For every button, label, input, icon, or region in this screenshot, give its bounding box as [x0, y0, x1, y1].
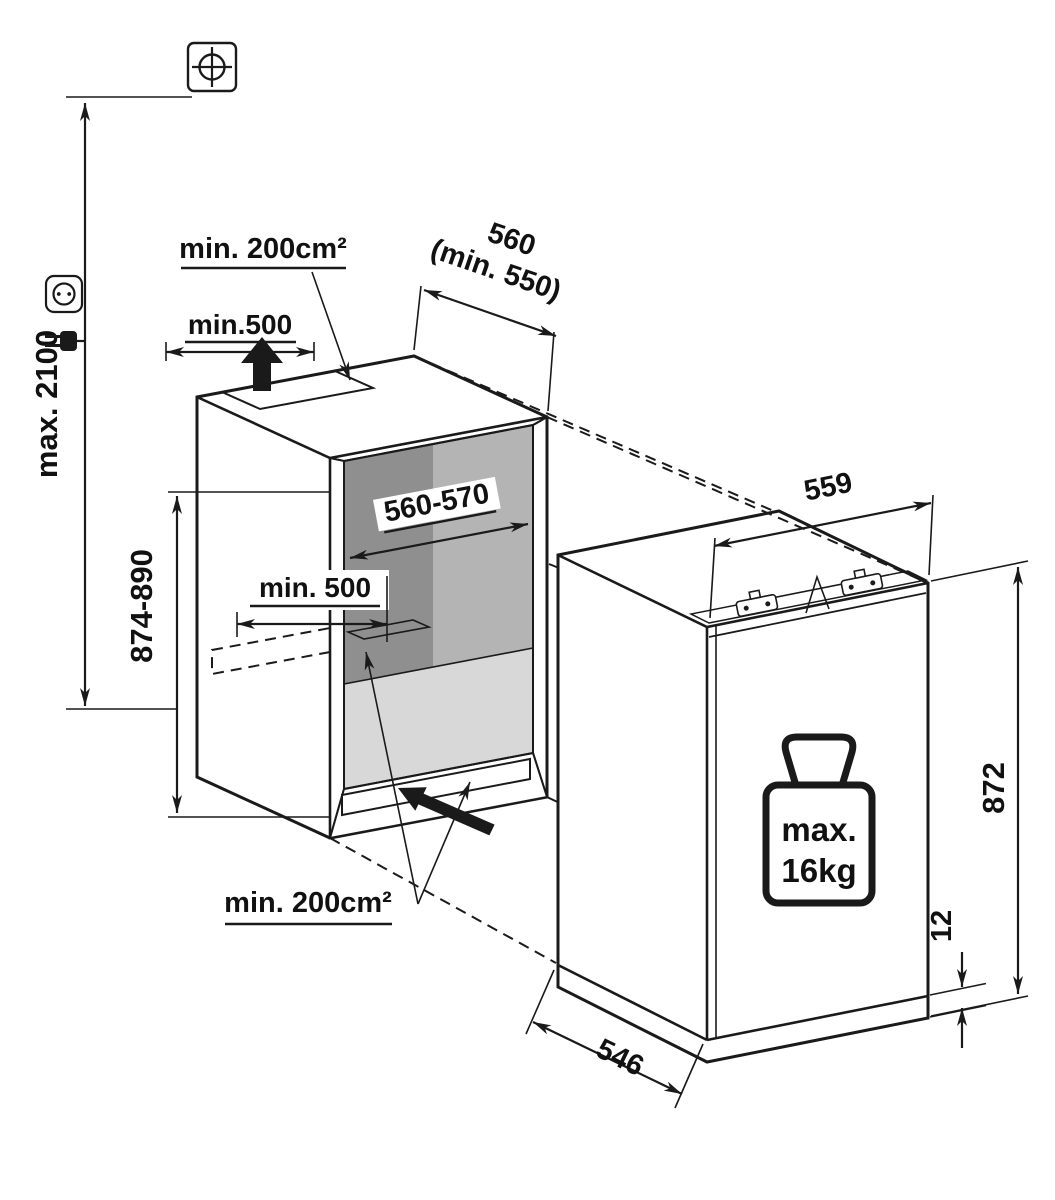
underline-niche-width [383, 510, 497, 534]
ceiling-junction-icon [186, 41, 238, 93]
dim-text-appliance-depth: 546 [591, 1033, 649, 1083]
weight-handle [781, 733, 857, 790]
niche-back-wall-right [433, 425, 533, 667]
vent-strip-bottom [341, 757, 531, 817]
appliance-side-bottom-edge [557, 963, 708, 1042]
label-vent-bottom: min. 200cm² [224, 651, 471, 926]
weight-body [762, 781, 876, 907]
dim-text-socket-height: max. 2100 [29, 330, 64, 478]
load-text-line1: max. [781, 811, 856, 848]
dim-text-appliance-width: 559 [801, 467, 855, 508]
dim-text-appliance-height: 872 [976, 762, 1011, 814]
ext-depth-back [525, 969, 555, 1035]
align-line-top-back [413, 355, 777, 513]
ext-depth-front [674, 1043, 704, 1109]
power-plug-icon [45, 331, 85, 351]
ext-base-bottom [929, 1004, 987, 1018]
label-bg-niche-width [372, 476, 501, 532]
air-inlet-arrow-icon [398, 787, 495, 836]
niche-back-wall-left [344, 444, 433, 684]
leader-vent-bottom-2 [417, 781, 471, 905]
dim-text-top-clearance: min.500 [188, 309, 292, 340]
ext-height-top [930, 560, 1029, 582]
vent-cutout-top [218, 369, 377, 411]
leader-vent-bottom-1 [364, 651, 419, 905]
dim-top-clearance: min.500 [165, 309, 315, 361]
vent-hidden-strip [211, 626, 331, 676]
dim-text-niche-height: 874-890 [124, 549, 159, 663]
max-load-weight-icon: max. 16kg [762, 733, 876, 907]
niche-floor-edge [343, 647, 534, 685]
hinge-rail [688, 568, 929, 624]
dim-base-step: 12 [926, 910, 987, 1048]
vent-marking-floor [345, 619, 432, 640]
hinge-rail-notch [805, 574, 830, 614]
leader-vent-top [311, 271, 351, 381]
appliance-box: max. 16kg [556, 509, 930, 1064]
dim-line-appliance-width [713, 501, 932, 548]
ext-niche-depth-2 [547, 331, 555, 412]
dim-text-floor-depth: min. 500 [259, 572, 371, 603]
dim-line-niche-depth [423, 288, 557, 338]
hinge-left-icon [735, 589, 779, 618]
appliance-door-bottom-edge [706, 994, 929, 1042]
align-line-top-front [546, 416, 927, 583]
label-text-vent-bottom: min. 200cm² [224, 887, 392, 919]
dim-niche-height: 874-890 [124, 491, 330, 818]
hinge-right-icon [840, 568, 884, 597]
label-text-vent-top: min. 200cm² [179, 233, 347, 265]
dim-appliance-height: 872 [930, 560, 1029, 1017]
load-text-line2: 16kg [781, 852, 856, 889]
dim-floor-depth: min. 500 [236, 570, 389, 642]
ext-base-top [929, 982, 987, 996]
dim-line-niche-width [349, 522, 529, 560]
dim-text-base-step: 12 [926, 910, 958, 942]
niche-opening-frame [343, 423, 534, 791]
power-socket-icon [44, 274, 84, 314]
ext-width-left [709, 537, 716, 619]
label-bg-floor-depth [243, 570, 389, 610]
align-line-bottom [329, 837, 557, 964]
appliance-door-top-gap [708, 592, 927, 638]
ext-width-right [928, 494, 934, 576]
ext-niche-depth-1 [413, 285, 422, 351]
niche-floor [344, 648, 533, 789]
niche-left-frame-face [329, 456, 345, 839]
label-vent-top: min. 200cm² [179, 233, 351, 381]
dim-line-appliance-depth [532, 1021, 683, 1095]
